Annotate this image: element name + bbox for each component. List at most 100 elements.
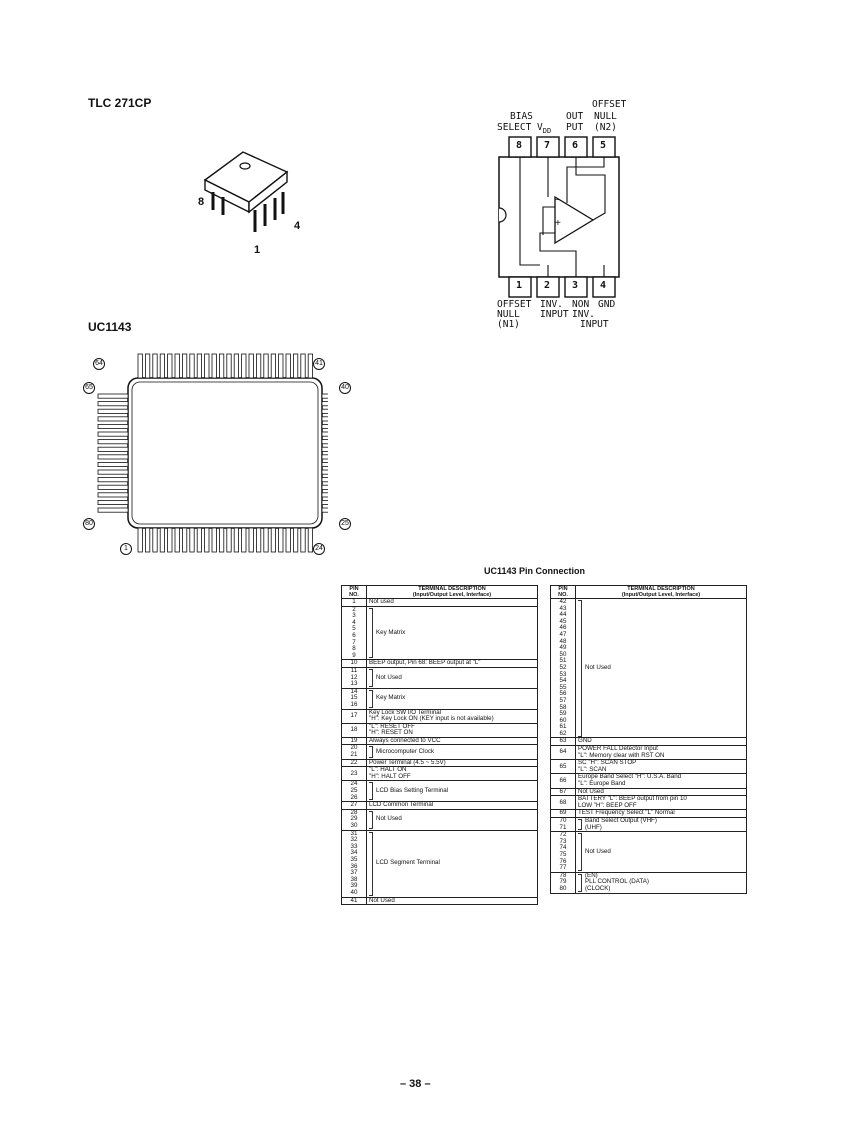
brace (369, 831, 373, 896)
qfp-pin (278, 353, 284, 379)
pin-number: 75 (559, 850, 567, 858)
label-n2: (N2) (594, 122, 617, 133)
pin-number: 16 (350, 700, 358, 708)
pin-number-cell: 17 (341, 708, 367, 724)
qfp-pin (321, 469, 328, 475)
pin-number: 15 (350, 694, 358, 702)
qfp-pin (278, 527, 284, 553)
qfp-pin (137, 353, 143, 379)
qfp-pin (321, 431, 328, 437)
label-put: PUT (566, 122, 584, 133)
pin-number: 52 (559, 663, 567, 671)
qfp-pin (263, 353, 269, 379)
description-cell: "L": HALT ON"H": HALT OFF (366, 766, 538, 782)
description-line: LCD Common Terminal (369, 801, 434, 809)
label-bias: BIAS (510, 111, 533, 122)
qfp-pin (285, 353, 291, 379)
qfp-pin (97, 401, 129, 407)
label-null-top: NULL (594, 111, 617, 122)
pin-number: 8 (352, 645, 356, 653)
pin-number: 21 (350, 751, 358, 759)
qfp-pin (211, 527, 217, 553)
pin-number-cell: 41 (341, 896, 367, 906)
description-cell: Not used (366, 598, 538, 607)
description-line: Not Used (369, 896, 395, 904)
qfp-pin (97, 431, 129, 437)
pin-number: 45 (559, 617, 567, 625)
label-gnd: GND (598, 299, 616, 310)
label-select-vdd: SELECT VDD (497, 122, 552, 135)
qfp-pin (263, 527, 269, 553)
description-line: LCD Segment Terminal (376, 859, 440, 867)
pin-number: 42 (559, 598, 567, 605)
qfp-pin (292, 527, 299, 553)
qfp-pin (321, 424, 328, 430)
qfp-pin (233, 527, 239, 553)
corner-label-80: 80 (83, 518, 95, 530)
qfp-pin (270, 527, 276, 553)
pin-number: 49 (559, 644, 567, 652)
description-line: "L": Europe Band (578, 780, 626, 788)
pin-number: 1 (352, 598, 356, 605)
pin-bot-4: 4 (600, 280, 607, 291)
description-line: "H": RESET ON (369, 729, 413, 737)
qfp-pin (182, 527, 188, 553)
label-offset-top: OFFSET (592, 99, 627, 110)
pin-number: 18 (350, 725, 358, 733)
qfp-pin (307, 527, 313, 553)
qfp-pin (321, 408, 328, 414)
pin-number: 61 (559, 723, 567, 731)
qfp-pin (321, 416, 328, 422)
description-line: Not Used (585, 847, 611, 855)
qfp80-package-drawing (97, 353, 328, 553)
pin-number: 32 (350, 836, 358, 844)
brace (578, 873, 582, 892)
dip-pin1-label: 1 (254, 244, 261, 256)
description-cell: POWER FALL Detector Input"L": Memory cle… (575, 745, 747, 761)
pin-number: 33 (350, 842, 358, 850)
qfp-pin (204, 353, 210, 379)
corner-label-1: 1 (120, 543, 132, 555)
label-inv-input: INV.INPUT (540, 299, 569, 320)
qfp-pin (321, 454, 328, 460)
pin-top-6: 6 (572, 140, 579, 151)
pin-number: 26 (350, 793, 358, 801)
description-cell: Not Used (366, 666, 538, 689)
page-number: – 38 – (400, 1078, 431, 1090)
description-line: Always connected to VCC (369, 736, 441, 744)
amp-minus: − (554, 195, 560, 206)
pin-number: 10 (350, 659, 358, 667)
qfp-pin (321, 446, 328, 452)
brace (369, 689, 373, 708)
qfp-pin (159, 353, 165, 379)
pin-number: 12 (350, 673, 358, 681)
qfp-pin (233, 353, 239, 379)
pin-number: 24 (350, 780, 358, 788)
pin-number: 22 (350, 758, 358, 766)
qfp-pin (97, 492, 129, 498)
pin-number: 31 (350, 829, 358, 837)
pin-number: 37 (350, 869, 358, 877)
qfp-pin (248, 353, 254, 379)
pin-number: 34 (350, 849, 358, 857)
qfp-pin (97, 416, 129, 422)
pin-bot-2: 2 (544, 280, 551, 291)
qfp-pin (321, 462, 328, 468)
pin-number: 9 (352, 651, 356, 659)
qfp-pin (300, 527, 306, 553)
qfp-pin (145, 527, 151, 553)
tlc-title: TLC 271CP (88, 96, 152, 110)
table-title: UC1143 Pin Connection (484, 566, 586, 576)
description-line: BEEP output, Pin 68: BEEP output at "L" (369, 659, 481, 667)
qfp-pin (292, 353, 299, 379)
qfp-pin (321, 492, 328, 498)
description-cell: Band Select Output (VHF)(UHF) (575, 816, 747, 833)
